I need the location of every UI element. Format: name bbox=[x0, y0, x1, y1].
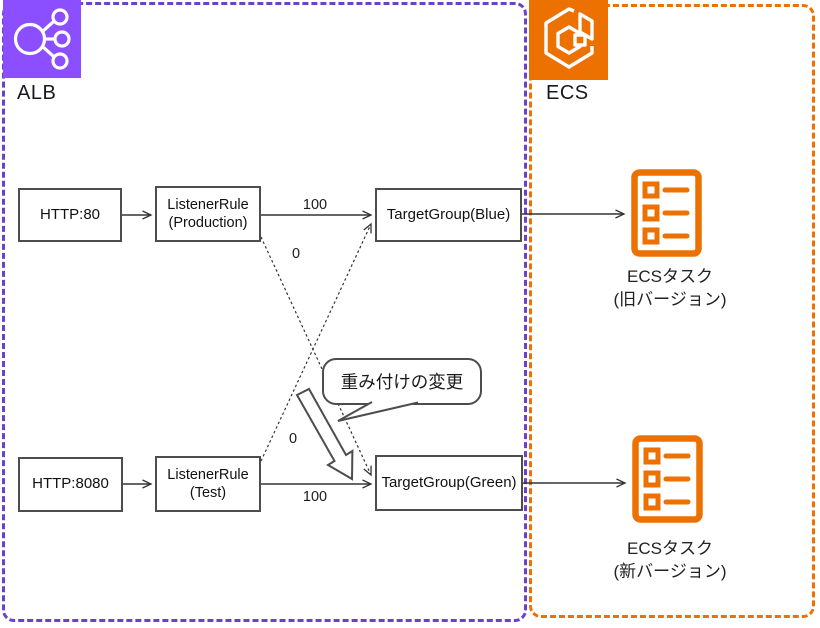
ecs-task-old-line2: (旧バージョン) bbox=[613, 290, 727, 309]
node-target-group-blue: TargetGroup(Blue) bbox=[375, 188, 522, 242]
ecs-group-label: ECS bbox=[546, 82, 589, 104]
alb-group-label: ALB bbox=[17, 82, 57, 104]
ecs-task-new-icon bbox=[631, 433, 704, 525]
node-http8080-label: HTTP:8080 bbox=[32, 475, 109, 493]
listener-test-line1: ListenerRule bbox=[167, 466, 249, 483]
node-target-group-green: TargetGroup(Green) bbox=[375, 455, 523, 511]
alb-icon bbox=[3, 0, 81, 78]
load-balancer-glyph bbox=[13, 8, 71, 70]
node-http80-label: HTTP:80 bbox=[39, 205, 100, 223]
ecs-task-old-line1: ECSタスク bbox=[627, 267, 713, 286]
task-list-glyph bbox=[631, 169, 702, 257]
alb-group-boundary bbox=[2, 2, 527, 622]
listener-test-line2: (Test) bbox=[189, 485, 227, 501]
listener-production-line1: ListenerRule bbox=[167, 196, 249, 213]
node-http8080: HTTP:8080 bbox=[18, 457, 123, 512]
ecs-icon bbox=[529, 0, 608, 80]
node-listener-rule-test: ListenerRule (Test) bbox=[155, 456, 261, 512]
node-listener-rule-production: ListenerRule (Production) bbox=[155, 186, 261, 242]
ecs-task-new-line1: ECSタスク bbox=[627, 539, 713, 558]
listener-production-line2: (Production) bbox=[168, 215, 248, 231]
ecs-task-new-label: ECSタスク (新バージョン) bbox=[575, 537, 765, 583]
task-list-glyph bbox=[632, 435, 703, 523]
target-group-green-label: TargetGroup(Green) bbox=[381, 473, 517, 491]
node-http80: HTTP:80 bbox=[18, 188, 122, 242]
ecs-task-new-line2: (新バージョン) bbox=[613, 562, 727, 581]
ecs-glyph bbox=[543, 7, 594, 69]
ecs-group-boundary bbox=[529, 4, 815, 618]
ecs-task-old-label: ECSタスク (旧バージョン) bbox=[575, 265, 765, 311]
target-group-blue-label: TargetGroup(Blue) bbox=[386, 205, 511, 223]
ecs-task-old-icon bbox=[630, 168, 703, 258]
